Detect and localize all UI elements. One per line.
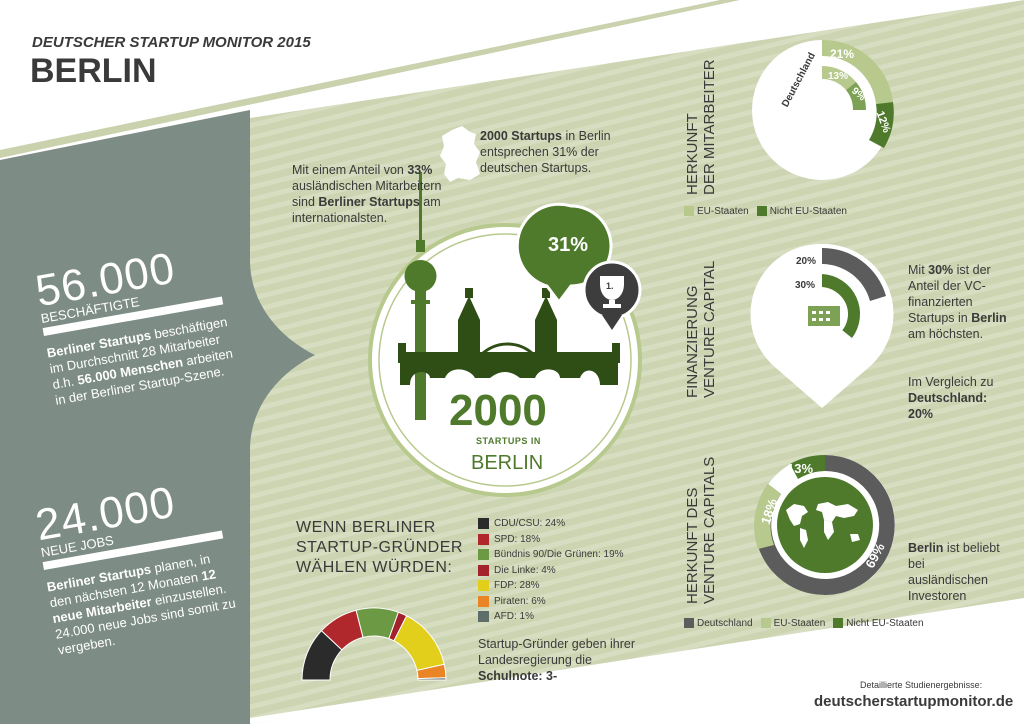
vc-financing-text: Mit 30% ist der Anteil der VC-finanziert…: [908, 263, 1007, 341]
factory-icon: [808, 306, 840, 326]
party-legend-item: AFD: 1%: [478, 609, 624, 625]
party-legend: CDU/CSU: 24% SPD: 18% Bündnis 90/Die Grüne…: [478, 516, 624, 625]
party-swatch: [478, 580, 489, 592]
footer-url[interactable]: deutscherstartupmonitor.de: [814, 693, 1014, 710]
employees-outer-eu: 21%: [830, 47, 855, 61]
jobs-block: 24.000 NEUE JOBS Berliner Startups plane…: [32, 469, 247, 659]
startup-share-text: 2000 Startups in Berlin entsprechen 31% …: [480, 129, 611, 175]
oberbaum-bridge-icon: [398, 288, 620, 385]
top-accent-stripe: [0, 0, 740, 158]
party-swatch: [478, 518, 489, 530]
world-map-icon: [786, 502, 860, 548]
footer-label: Detaillierte Studienergebnisse:: [860, 680, 983, 690]
vc-outer-label: 20%: [796, 256, 817, 267]
party-label: SPD: 18%: [494, 533, 541, 545]
vc-comparison-text: Im Vergleich zu Deutschland: 20%: [908, 375, 994, 421]
parliament-segment: [417, 677, 447, 681]
trophy-rank: 1.: [606, 281, 614, 291]
party-label: FDP: 28%: [494, 580, 540, 591]
parliament-chart: [301, 607, 447, 681]
vote-title: WENN BERLINER STARTUP-GRÜNDER WÄHLEN WÜR…: [296, 519, 463, 576]
vc-origin-legend: Deutschland EU-Staaten Nicht EU-Staaten: [684, 618, 924, 629]
intro-text: Mit einem Anteil von 33% ausländischen M…: [292, 163, 442, 225]
party-label: Piraten: 6%: [494, 595, 546, 607]
vc-inner-label: 30%: [795, 280, 816, 291]
vc-origin-donut: [754, 454, 895, 595]
party-label: Die Linke: 4%: [494, 564, 556, 576]
grade-note: Startup-Gründer geben ihrer Landesregier…: [478, 637, 636, 683]
header-subtitle: DEUTSCHER STARTUP MONITOR 2015: [32, 34, 311, 51]
employees-origin-donut: [752, 39, 894, 180]
sidebar-panel: [0, 110, 315, 724]
trophy-pin: [582, 260, 642, 330]
party-legend-item: Die Linke: 4%: [478, 563, 624, 579]
top-white-band: [0, 0, 1024, 148]
party-swatch: [478, 533, 489, 545]
party-legend-item: Piraten: 6%: [478, 594, 624, 610]
party-legend-item: FDP: 28%: [478, 578, 624, 594]
party-swatch: [478, 549, 489, 561]
center-line2: BERLIN: [471, 452, 544, 474]
party-swatch: [478, 595, 489, 607]
party-label: AFD: 1%: [494, 611, 535, 622]
party-label: CDU/CSU: 24%: [494, 518, 566, 529]
vc-financing-donut: [750, 243, 894, 408]
employees-inner-eu: 13%: [828, 71, 849, 82]
bottom-accent-stripe: [250, 598, 1024, 724]
germany-map-icon: [440, 126, 480, 182]
vc-origin-non-eu: 13%: [787, 461, 814, 476]
party-legend-item: SPD: 18%: [478, 532, 624, 548]
share-badge: 31%: [548, 234, 589, 256]
vc-origin-text: Berlin ist beliebt bei ausländischen Inv…: [908, 541, 1000, 603]
center-circle-inner: [378, 233, 632, 487]
party-legend-item: CDU/CSU: 24%: [478, 516, 624, 532]
center-line1: STARTUPS IN: [476, 436, 541, 446]
employees-origin-legend: EU-Staaten Nicht EU-Staaten: [684, 206, 847, 217]
party-legend-item: Bündnis 90/Die Grünen: 19%: [478, 547, 624, 563]
party-swatch: [478, 564, 489, 576]
header-city: BERLIN: [30, 52, 157, 90]
party-swatch: [478, 611, 489, 623]
party-label: Bündnis 90/Die Grünen: 19%: [494, 549, 624, 560]
center-count: 2000: [449, 386, 547, 435]
